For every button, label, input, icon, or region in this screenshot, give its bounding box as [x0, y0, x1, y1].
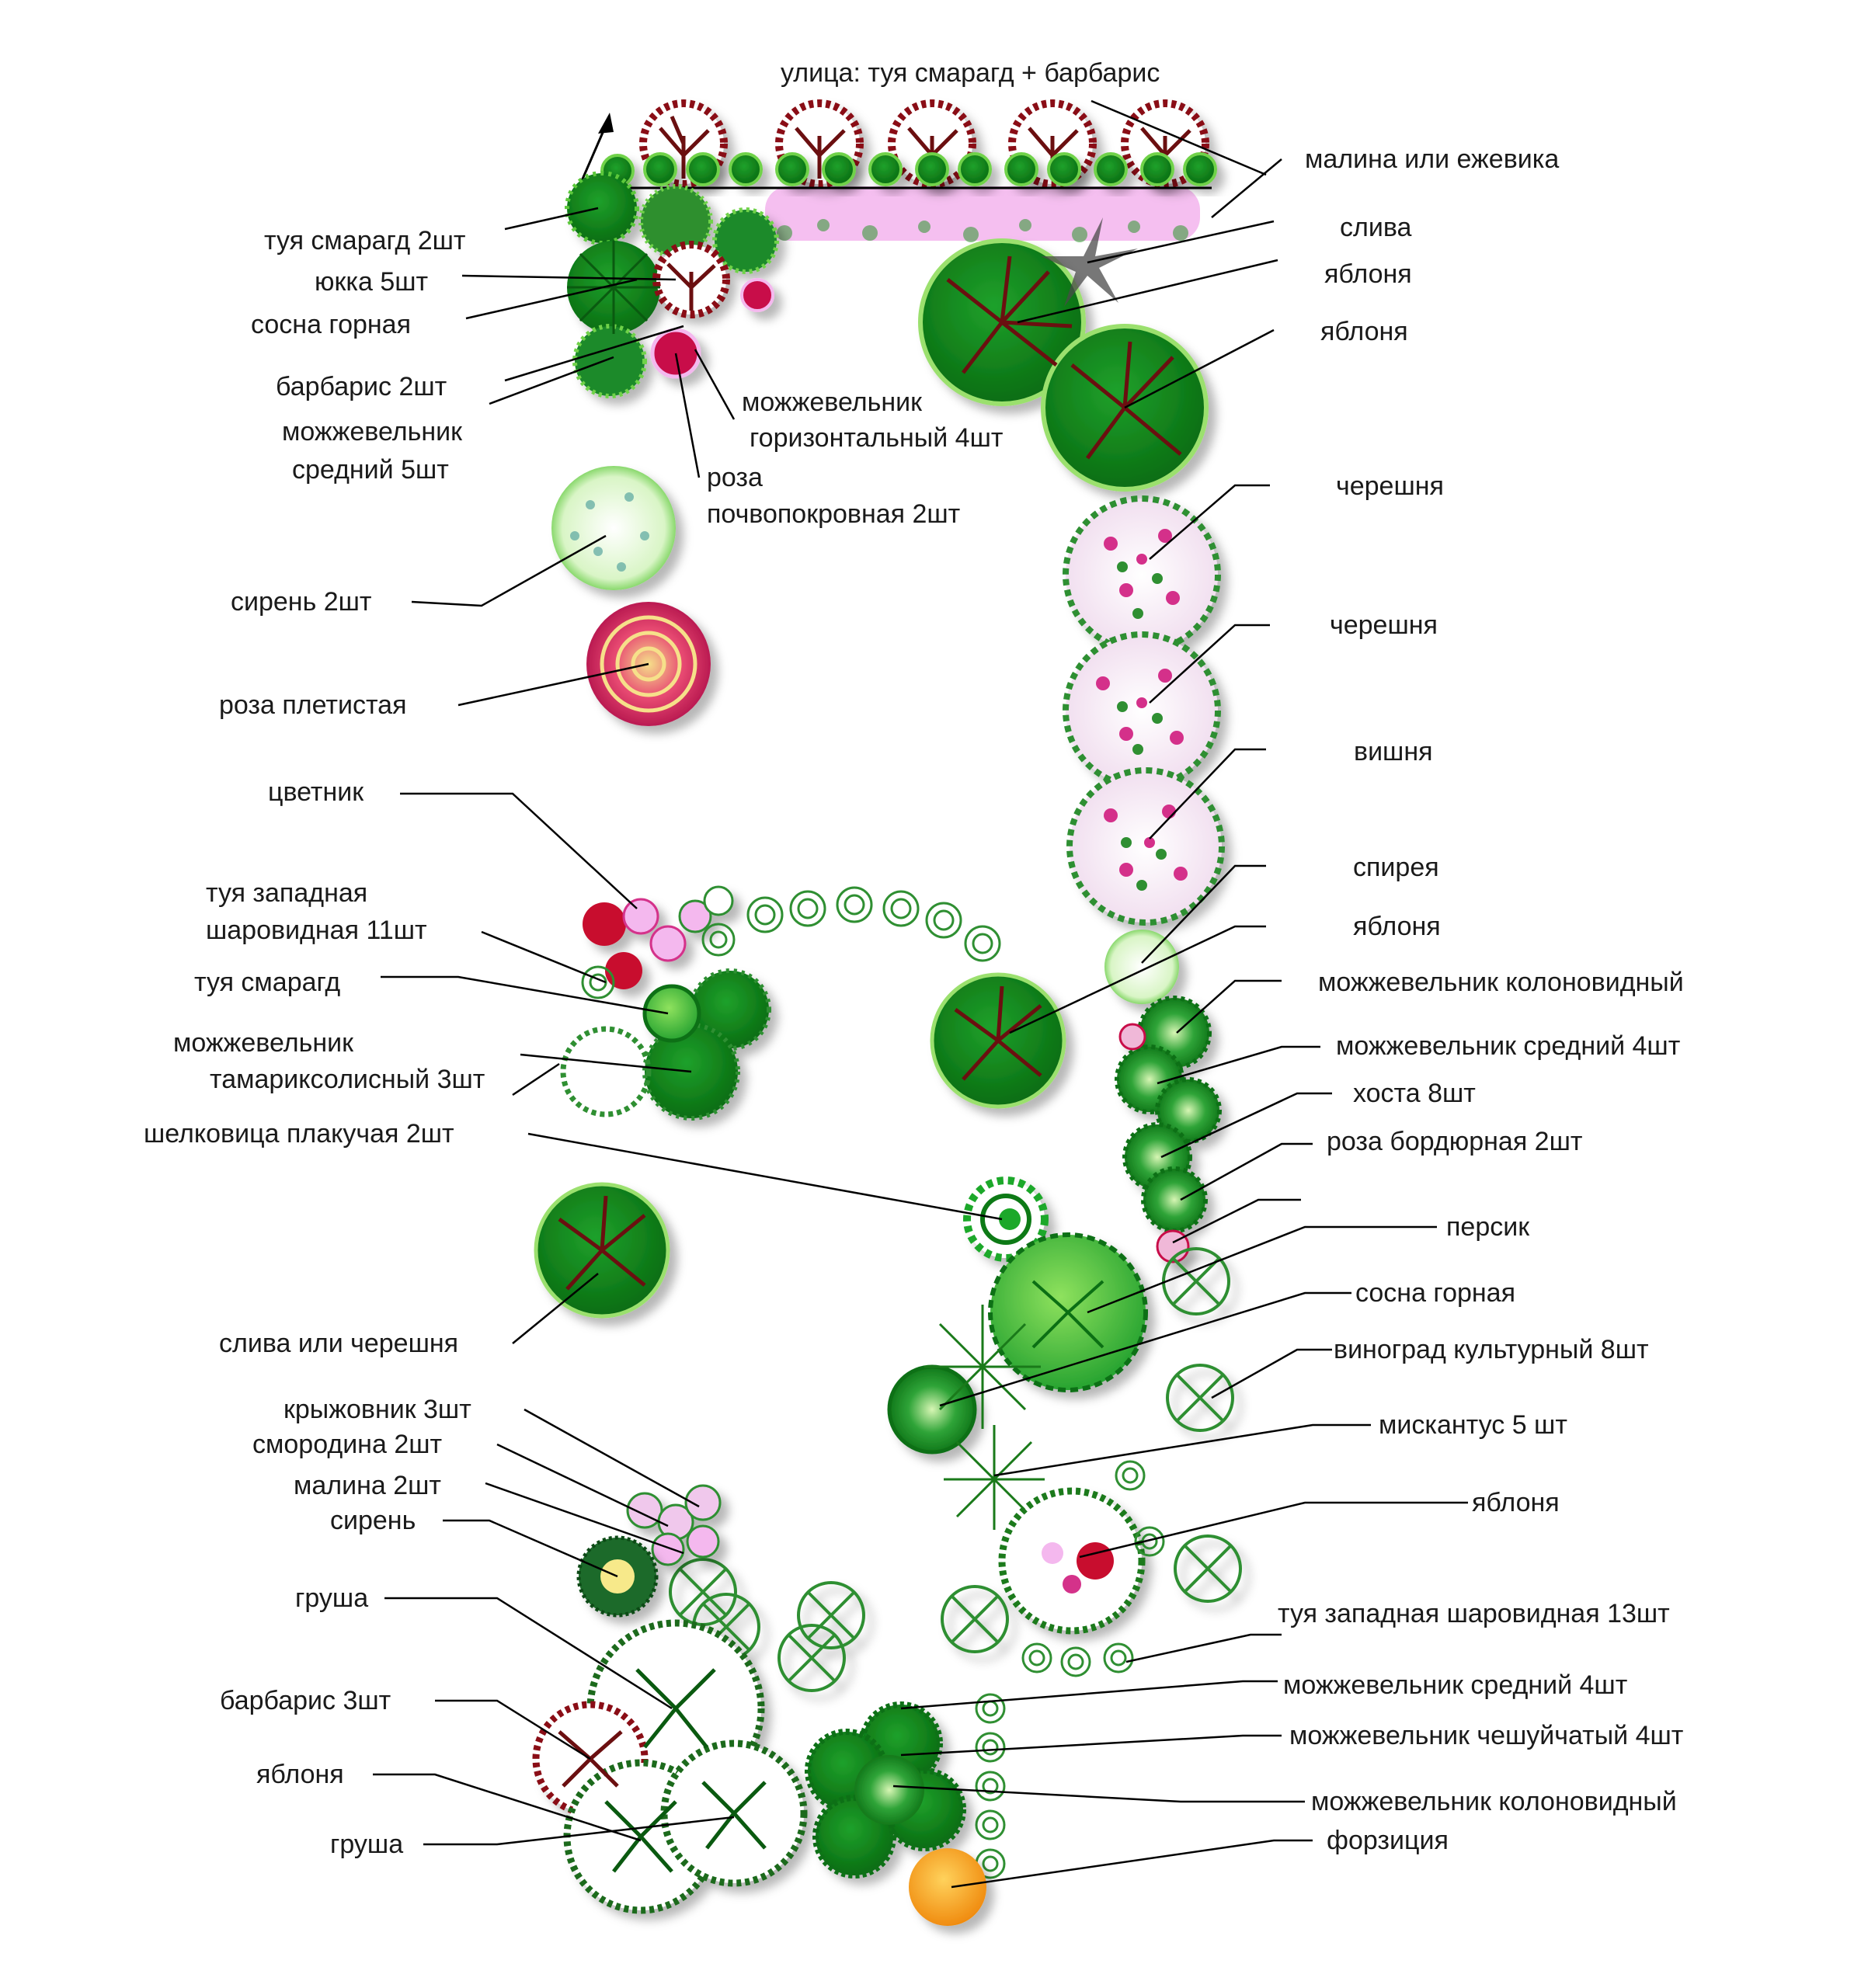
apple-mid-branches: [954, 985, 1042, 1081]
raspberry-leaf-dots: [777, 219, 1188, 242]
juniper-tamarisk-group: [642, 968, 771, 1121]
label-thuja-globular-13: туя западная шаровидная 13шт: [1278, 1599, 1670, 1628]
flowerbed-cluster: [583, 885, 734, 989]
barberry-tl-branches: [666, 262, 716, 311]
north-arrow-head: [598, 113, 614, 134]
right-conifer-column: [1115, 996, 1222, 1263]
label-juniper-medium-4-a: можжевельник средний 4шт: [1336, 1031, 1681, 1061]
rose-border-right-2: [1118, 1023, 1146, 1051]
spirea: [1104, 930, 1179, 1004]
label-juniper-medium-5-a: можжевельник: [282, 417, 462, 447]
plum-or-cherry-branches: [558, 1195, 646, 1291]
label-juniper-medium-4-b: можжевельник средний 4шт: [1283, 1670, 1628, 1700]
label-lilac-2: сирень 2шт: [231, 587, 372, 617]
label-street: улица: туя смарагд + барбарис: [781, 58, 1160, 88]
yucca-tl: [638, 184, 713, 259]
label-gooseberry-3: крыжовник 3шт: [284, 1395, 471, 1424]
juniper-tl: [712, 207, 779, 274]
label-juniper-columnar-1: можжевельник колоновидный: [1318, 968, 1684, 997]
label-apple-1: яблоня: [1324, 259, 1412, 289]
label-juniper-horizontal-a: можжевельник: [742, 388, 922, 417]
grape-circles: [669, 1247, 1242, 1692]
barberry-3-branches: [558, 1730, 623, 1788]
rose-groundcover-tl-2: [740, 278, 774, 312]
juniper-medium-tl: [572, 324, 647, 398]
label-apple-4: яблоня: [1472, 1488, 1560, 1517]
label-peach: персик: [1446, 1212, 1530, 1242]
thuja-smaragd-mid: [642, 984, 701, 1043]
label-juniper-horizontal-b: горизонтальный 4шт: [750, 423, 1004, 453]
label-currant-2: смородина 2шт: [252, 1430, 443, 1459]
apple-branches: [946, 255, 1182, 460]
label-mountain-pine-2: сосна горная: [1355, 1278, 1515, 1308]
label-cherry: вишня: [1354, 737, 1433, 766]
sweet-cherry-2: [1063, 631, 1221, 790]
street-thuja-smaragd: [600, 152, 1217, 188]
label-juniper-columnar-2: можжевельник колоновидный: [1311, 1787, 1677, 1816]
label-plum-or-cherry: слива или черешня: [219, 1329, 459, 1358]
label-grape-8: виноград культурный 8шт: [1334, 1335, 1649, 1364]
forsythia: [909, 1848, 986, 1926]
label-thuja-smaragd-2: туя смарагд 2шт: [264, 226, 466, 255]
thuja-globular-lower: [975, 1460, 1165, 1879]
label-thuja-smaragd: туя смарагд: [194, 968, 341, 997]
leader-lines: [373, 99, 1468, 1889]
label-thuja-globular-11-a: туя западная: [206, 878, 368, 908]
label-juniper-medium-5-b: средний 5шт: [292, 455, 449, 485]
pear-apple-branches: [604, 1668, 767, 1873]
label-rose-groundcover-b: почвопокровная 2шт: [707, 499, 961, 529]
label-thuja-globular-11-b: шаровидная 11шт: [206, 916, 427, 945]
label-rose-groundcover-a: роза: [707, 463, 763, 492]
label-barberry-2: барбарис 2шт: [276, 372, 447, 401]
label-mountain-pine-1: сосна горная: [251, 310, 411, 339]
label-spirea: спирея: [1353, 853, 1439, 882]
label-barberry-3: барбарис 3шт: [220, 1686, 391, 1715]
thuja-smaragd-tl: [565, 171, 639, 245]
label-plum: слива: [1340, 213, 1412, 242]
juniper-medium-right-3: [1141, 1166, 1208, 1233]
label-sweet-cherry-2: черешня: [1330, 610, 1438, 640]
label-juniper-scaly-4: можжевельник чешуйчатый 4шт: [1289, 1721, 1684, 1750]
street-row: [575, 99, 1217, 242]
mountain-pine-lower: [887, 1364, 977, 1455]
cherry-tree: [1066, 767, 1225, 926]
label-forsythia: форзиция: [1327, 1826, 1449, 1855]
miscanthus-group: [924, 1305, 1045, 1530]
label-raspberry-2: малина 2шт: [294, 1471, 442, 1500]
lilac-left: [551, 466, 676, 590]
label-juniper-tamarisk-a: можжевельник: [173, 1028, 353, 1058]
apple-lower-right: [998, 1487, 1146, 1635]
label-juniper-tamarisk-b: тамариксолисный 3шт: [210, 1065, 485, 1094]
label-apple-3: яблоня: [1353, 912, 1441, 941]
thuja-globular-arc: [581, 886, 1001, 999]
label-rose-border-2: роза бордюрная 2шт: [1327, 1127, 1583, 1156]
peach-veins: [1031, 1280, 1104, 1349]
label-yucca-5: юкка 5шт: [315, 267, 429, 297]
mulberry-weeping-left: [560, 1026, 652, 1117]
label-raspberry-or-blackberry: малина или ежевика: [1305, 144, 1560, 174]
label-miscanthus-5: мискантус 5 шт: [1379, 1410, 1567, 1440]
sweet-cherry-1: [1063, 495, 1221, 654]
cherry-column: [1063, 495, 1225, 926]
rose-climbing-rings: [600, 615, 697, 713]
label-pear-2: груша: [330, 1830, 404, 1859]
label-apple-5: яблоня: [256, 1760, 344, 1789]
pine-tl-needles: [567, 241, 660, 334]
lilac-left-dots: [570, 492, 649, 572]
cherry-leaf-dots: [1117, 561, 1167, 891]
label-mulberry-weeping-2: шелковица плакучая 2шт: [144, 1119, 454, 1149]
label-lilac: сирень: [330, 1506, 416, 1535]
label-rose-climbing: роза плетистая: [219, 690, 407, 720]
juniper-columnar-lower: [854, 1755, 924, 1825]
label-hosta-8: хоста 8шт: [1353, 1079, 1476, 1108]
label-pear-1: груша: [295, 1583, 369, 1613]
label-flowerbed: цветник: [268, 777, 364, 807]
juniper-scaly-group: [805, 1701, 966, 1879]
cherry-blossom-dots: [1096, 529, 1188, 881]
label-apple-2: яблоня: [1320, 317, 1408, 346]
mulberry-weeping-right: [963, 1176, 1049, 1262]
label-sweet-cherry-1: черешня: [1336, 471, 1444, 501]
